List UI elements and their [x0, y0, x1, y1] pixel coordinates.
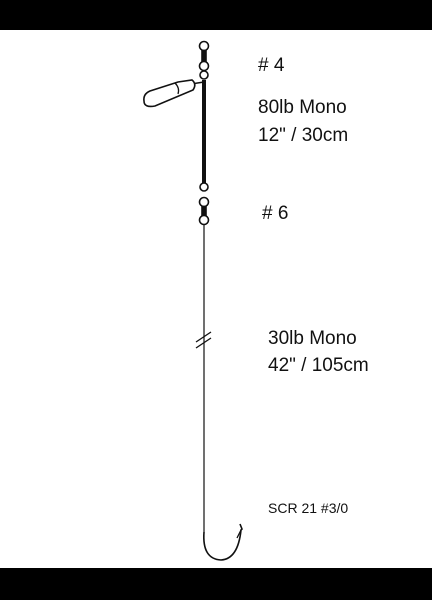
- lower-leader-strength-label: 30lb Mono: [268, 328, 357, 349]
- upper-leader-strength-label: 80lb Mono: [258, 97, 347, 118]
- top-letterbox-band: [0, 0, 432, 30]
- upper-swivel-size-label: # 4: [258, 55, 285, 76]
- rig-drawing: [143, 40, 243, 561]
- upper-leader-line: [202, 80, 206, 183]
- upper-swivel-icon: [198, 40, 210, 80]
- lower-leader-length-label: 42" / 105cm: [268, 355, 369, 376]
- lower-swivel-size-label: # 6: [262, 203, 289, 224]
- line-break-icon: [195, 331, 212, 349]
- bottom-letterbox-band: [0, 568, 432, 600]
- hook-icon: [203, 523, 243, 561]
- upper-leader-length-label: 12" / 30cm: [258, 125, 349, 146]
- rig-diagram: # 4 80lb Mono 12" / 30cm # 6 30lb Mono 4…: [0, 30, 432, 568]
- lower-swivel-icon: [198, 182, 210, 226]
- sinker-icon: [143, 79, 205, 108]
- hook-barb-icon: [236, 529, 242, 539]
- hook-model-label: SCR 21 #3/0: [268, 500, 349, 516]
